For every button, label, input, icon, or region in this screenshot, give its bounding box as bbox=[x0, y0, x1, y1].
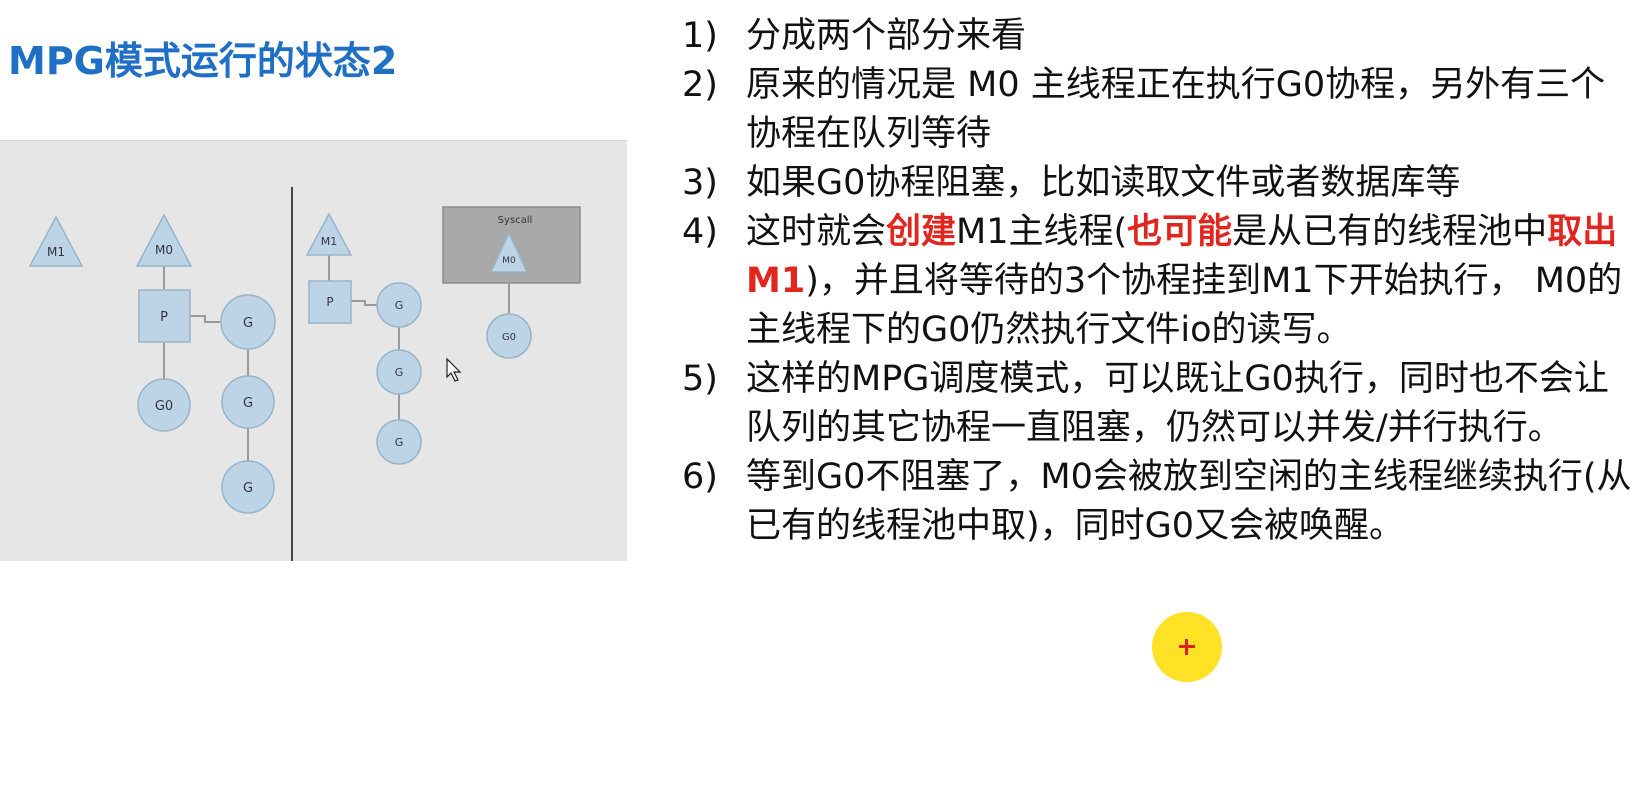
highlight-text: 取出M1 bbox=[746, 212, 1618, 301]
right-m1-label: M1 bbox=[321, 235, 338, 248]
point-number: 6) bbox=[682, 457, 718, 497]
point-text: 分成两个部分来看 bbox=[746, 16, 1027, 56]
presenter-pointer-icon bbox=[1152, 612, 1222, 682]
point-text: 这时就会 bbox=[746, 212, 887, 252]
point-text: 等到G0不阻塞了，M0会被放到空闲的主线程继续执行(从已有的线程池中取)，同时G… bbox=[746, 457, 1632, 546]
p-queue-link-right bbox=[351, 300, 377, 306]
point-text: 这样的MPG调度模式，可以既让G0执行，同时也不会让队列的其它协程一直阻塞，仍然… bbox=[746, 359, 1609, 448]
right-m0-label: M0 bbox=[502, 256, 516, 266]
right-queue-label: G bbox=[395, 366, 404, 379]
explanation-list: 1) 分成两个部分来看 2) 原来的情况是 M0 主线程正在执行G0协程，另外有… bbox=[682, 12, 1632, 551]
right-g0-label: G0 bbox=[502, 332, 516, 343]
right-queue-goroutine: G bbox=[376, 282, 422, 328]
left-queue-label: G bbox=[243, 481, 253, 496]
left-m1-thread: M1 bbox=[28, 215, 84, 267]
point-item: 2) 原来的情况是 M0 主线程正在执行G0协程，另外有三个协程在队列等待 bbox=[682, 61, 1632, 159]
point-item: 4) 这时就会创建M1主线程(也可能是从已有的线程池中取出M1)，并且将等待的3… bbox=[682, 208, 1632, 355]
mpg-diagram-svg: M1 M0 P G0 G G bbox=[28, 187, 581, 561]
left-queue-goroutine: G bbox=[221, 375, 275, 429]
left-g0-label: G0 bbox=[155, 399, 173, 414]
point-text: 如果G0协程阻塞，比如读取文件或者数据库等 bbox=[746, 163, 1461, 203]
right-p-label: P bbox=[326, 295, 333, 309]
left-queue-label: G bbox=[243, 396, 253, 411]
point-item: 1) 分成两个部分来看 bbox=[682, 12, 1632, 61]
p-queue-link bbox=[190, 315, 220, 323]
point-item: 6) 等到G0不阻塞了，M0会被放到空闲的主线程继续执行(从已有的线程池中取)，… bbox=[682, 453, 1632, 551]
point-number: 5) bbox=[682, 359, 718, 399]
highlight-text: 创建 bbox=[886, 212, 957, 252]
point-number: 1) bbox=[682, 16, 718, 56]
mouse-cursor-icon bbox=[446, 357, 462, 382]
point-text: M1主线程( bbox=[956, 212, 1128, 252]
syscall-label: Syscall bbox=[498, 215, 533, 226]
point-number: 2) bbox=[682, 65, 718, 105]
left-m0-thread: M0 bbox=[135, 213, 193, 267]
point-number: 4) bbox=[682, 212, 718, 252]
left-processor: P bbox=[138, 289, 191, 343]
mpg-diagram: M1 M0 P G0 G G bbox=[0, 140, 627, 561]
left-queue-label: G bbox=[243, 316, 253, 331]
point-text: 是从已有的线程池中 bbox=[1232, 212, 1548, 252]
right-queue-label: G bbox=[395, 299, 404, 312]
left-queue-goroutine: G bbox=[220, 294, 276, 350]
point-item: 3) 如果G0协程阻塞，比如读取文件或者数据库等 bbox=[682, 159, 1632, 208]
right-g0-goroutine: G0 bbox=[486, 313, 532, 359]
left-m0-label: M0 bbox=[155, 243, 173, 257]
right-queue-goroutine: G bbox=[376, 349, 422, 395]
right-processor: P bbox=[308, 280, 352, 324]
left-queue-goroutine: G bbox=[221, 460, 275, 514]
right-queue-label: G bbox=[395, 436, 404, 449]
left-m1-label: M1 bbox=[47, 245, 65, 259]
point-text: 原来的情况是 M0 主线程正在执行G0协程，另外有三个协程在队列等待 bbox=[746, 65, 1606, 154]
syscall-box: Syscall M0 bbox=[442, 206, 581, 284]
right-m1-thread: M1 bbox=[305, 212, 353, 256]
left-p-label: P bbox=[160, 310, 168, 325]
point-item: 5) 这样的MPG调度模式，可以既让G0执行，同时也不会让队列的其它协程一直阻塞… bbox=[682, 355, 1632, 453]
point-number: 3) bbox=[682, 163, 718, 203]
highlight-text: 也可能 bbox=[1127, 212, 1233, 252]
right-queue-goroutine: G bbox=[376, 419, 422, 465]
left-g0-goroutine: G0 bbox=[137, 378, 191, 432]
point-text: )，并且将等待的3个协程挂到M1下开始执行， M0的主线程下的G0仍然执行文件i… bbox=[746, 261, 1623, 350]
slide-title: MPG模式运行的状态2 bbox=[8, 39, 398, 83]
